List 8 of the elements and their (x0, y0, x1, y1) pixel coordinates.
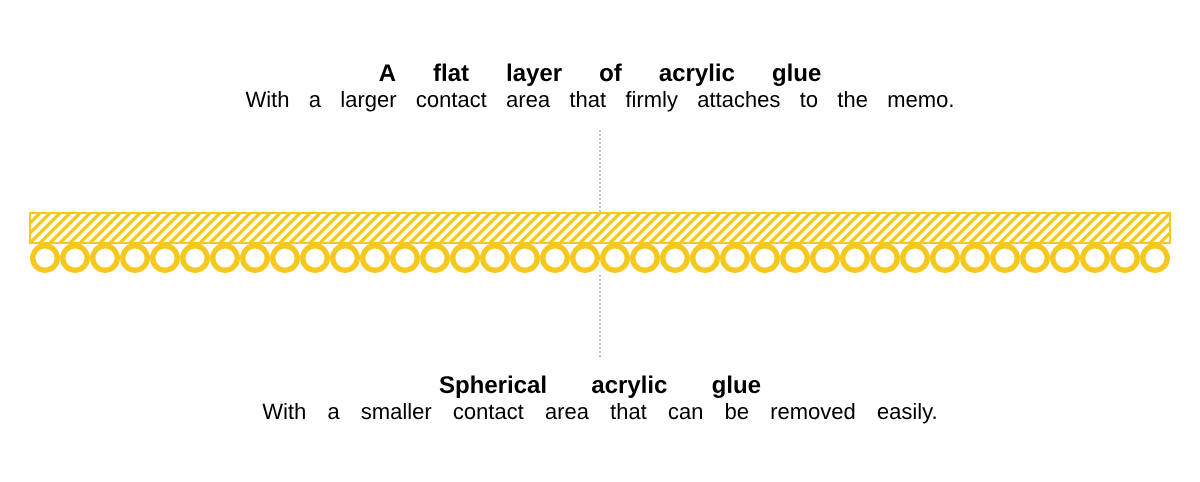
leader-line (599, 129, 601, 214)
sphere-row (30, 243, 1170, 273)
description: With a larger contact area that firmly attaches to the memo. (245, 91, 953, 112)
description: With a smaller contact area that can be removed easily. (262, 402, 936, 424)
leader-line (599, 272, 601, 358)
heading: Spherical acrylic glue (439, 375, 761, 398)
hatched-layer (29, 212, 1171, 244)
heading: A flat layer of acrylic glue (379, 63, 821, 86)
